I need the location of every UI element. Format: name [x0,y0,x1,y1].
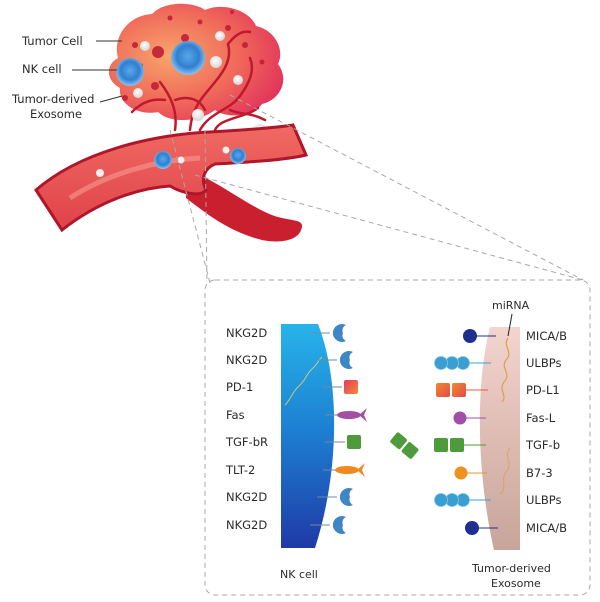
nk-receptor-nkg2d: NKG2D [226,351,353,369]
capillaries [130,30,267,132]
ligand-label: ULBPs [526,493,561,507]
receptor-label: TGF-bR [225,435,268,449]
label-mirna: miRNA [492,299,530,312]
exosome-ligand-ulbps: ULBPs [434,356,561,370]
nk-receptor-tlt-2: TLT-2 [225,463,365,477]
nk-receptor-pd-1: PD-1 [226,380,358,394]
exosome-ligand-b7-3: B7-3 [454,466,553,480]
nk-cell-membrane [281,324,335,548]
ligand-label: Fas-L [526,411,556,425]
double-square-ligand-icon [436,383,466,397]
receptor-label: NKG2D [226,353,267,367]
triple-circle-ligand-icon [434,356,470,370]
tumor-mass [108,3,284,136]
crescent-receptor-icon [339,488,353,506]
mirna-strand [501,337,510,403]
ligand-label: ULBPs [526,356,561,370]
label-nk-cell: NK cell [22,62,62,76]
crescent-receptor-icon [332,324,346,342]
blood-vessel [34,123,309,242]
exosome-ligand-pd-l1: PD-L1 [436,383,560,397]
receptor-label: TLT-2 [225,463,255,477]
circle-ligand-icon [463,329,477,343]
receptor-label: NKG2D [226,326,267,340]
circle-ligand-icon [465,521,479,535]
double-square-ligand-icon [434,438,464,452]
circle-ligand-icon [454,466,468,480]
receptor-label: NKG2D [226,518,267,532]
label-exosome-line2: Exosome [30,107,82,121]
ligand-label: TGF-b [525,438,560,452]
nk-receptor-nkg2d: NKG2D [226,516,346,534]
ligand-label: PD-L1 [526,383,560,397]
exosome-icons [133,31,266,136]
label-tumor-cell: Tumor Cell [21,34,83,48]
circle-ligand-icon [453,411,467,425]
square-receptor-icon [344,380,358,394]
exosome-title-line2: Exosome [491,577,541,590]
exosome-title-line1: Tumor-derived [471,562,551,575]
fish-tail-receptor-icon [335,463,365,477]
exosome-ligand-mica-b: MICA/B [463,329,567,343]
receptor-label: Fas [226,408,245,422]
nk-receptor-tgf-br: TGF-bR [225,435,361,449]
exosome-ligand-list: MICA/BULBPsPD-L1Fas-LTGF-bB7-3ULBPsMICA/… [434,329,567,535]
receptor-label: NKG2D [226,490,267,504]
zoom-connector-lines [169,94,584,284]
nk-receptor-fas: Fas [226,408,367,422]
overview-labels: Tumor Cell NK cell Tumor-derived Exosome [11,34,123,121]
crescent-receptor-icon [332,516,346,534]
detail-panel [204,279,591,596]
nk-receptor-nkg2d: NKG2D [226,324,346,342]
nk-cell-icon [171,41,205,75]
label-exosome-line1: Tumor-derived [11,92,94,106]
nk-cell-icon [154,151,172,169]
nk-cell-title: NK cell [280,568,318,581]
free-tgfb-dimer-icon [390,432,419,459]
crescent-receptor-icon [339,351,353,369]
exosome-membrane [479,327,520,550]
receptor-label: PD-1 [226,380,253,394]
exosome-ligand-tgf-b: TGF-b [434,438,560,452]
nk-cell-icon [116,58,144,86]
exosome-ligand-ulbps: ULBPs [434,493,561,507]
exosome-ligand-mica-b: MICA/B [465,521,567,535]
nk-internal-strand [284,356,323,406]
fish-tail-receptor-icon [337,408,367,422]
ligand-label: MICA/B [526,521,567,535]
square-receptor-icon [347,435,361,449]
ligand-label: B7-3 [526,466,553,480]
ligand-label: MICA/B [526,329,567,343]
exosome-ligand-fas-l: Fas-L [453,411,556,425]
nk-cell-icon [230,148,246,164]
nk-receptor-nkg2d: NKG2D [226,488,353,506]
triple-circle-ligand-icon [434,493,470,507]
